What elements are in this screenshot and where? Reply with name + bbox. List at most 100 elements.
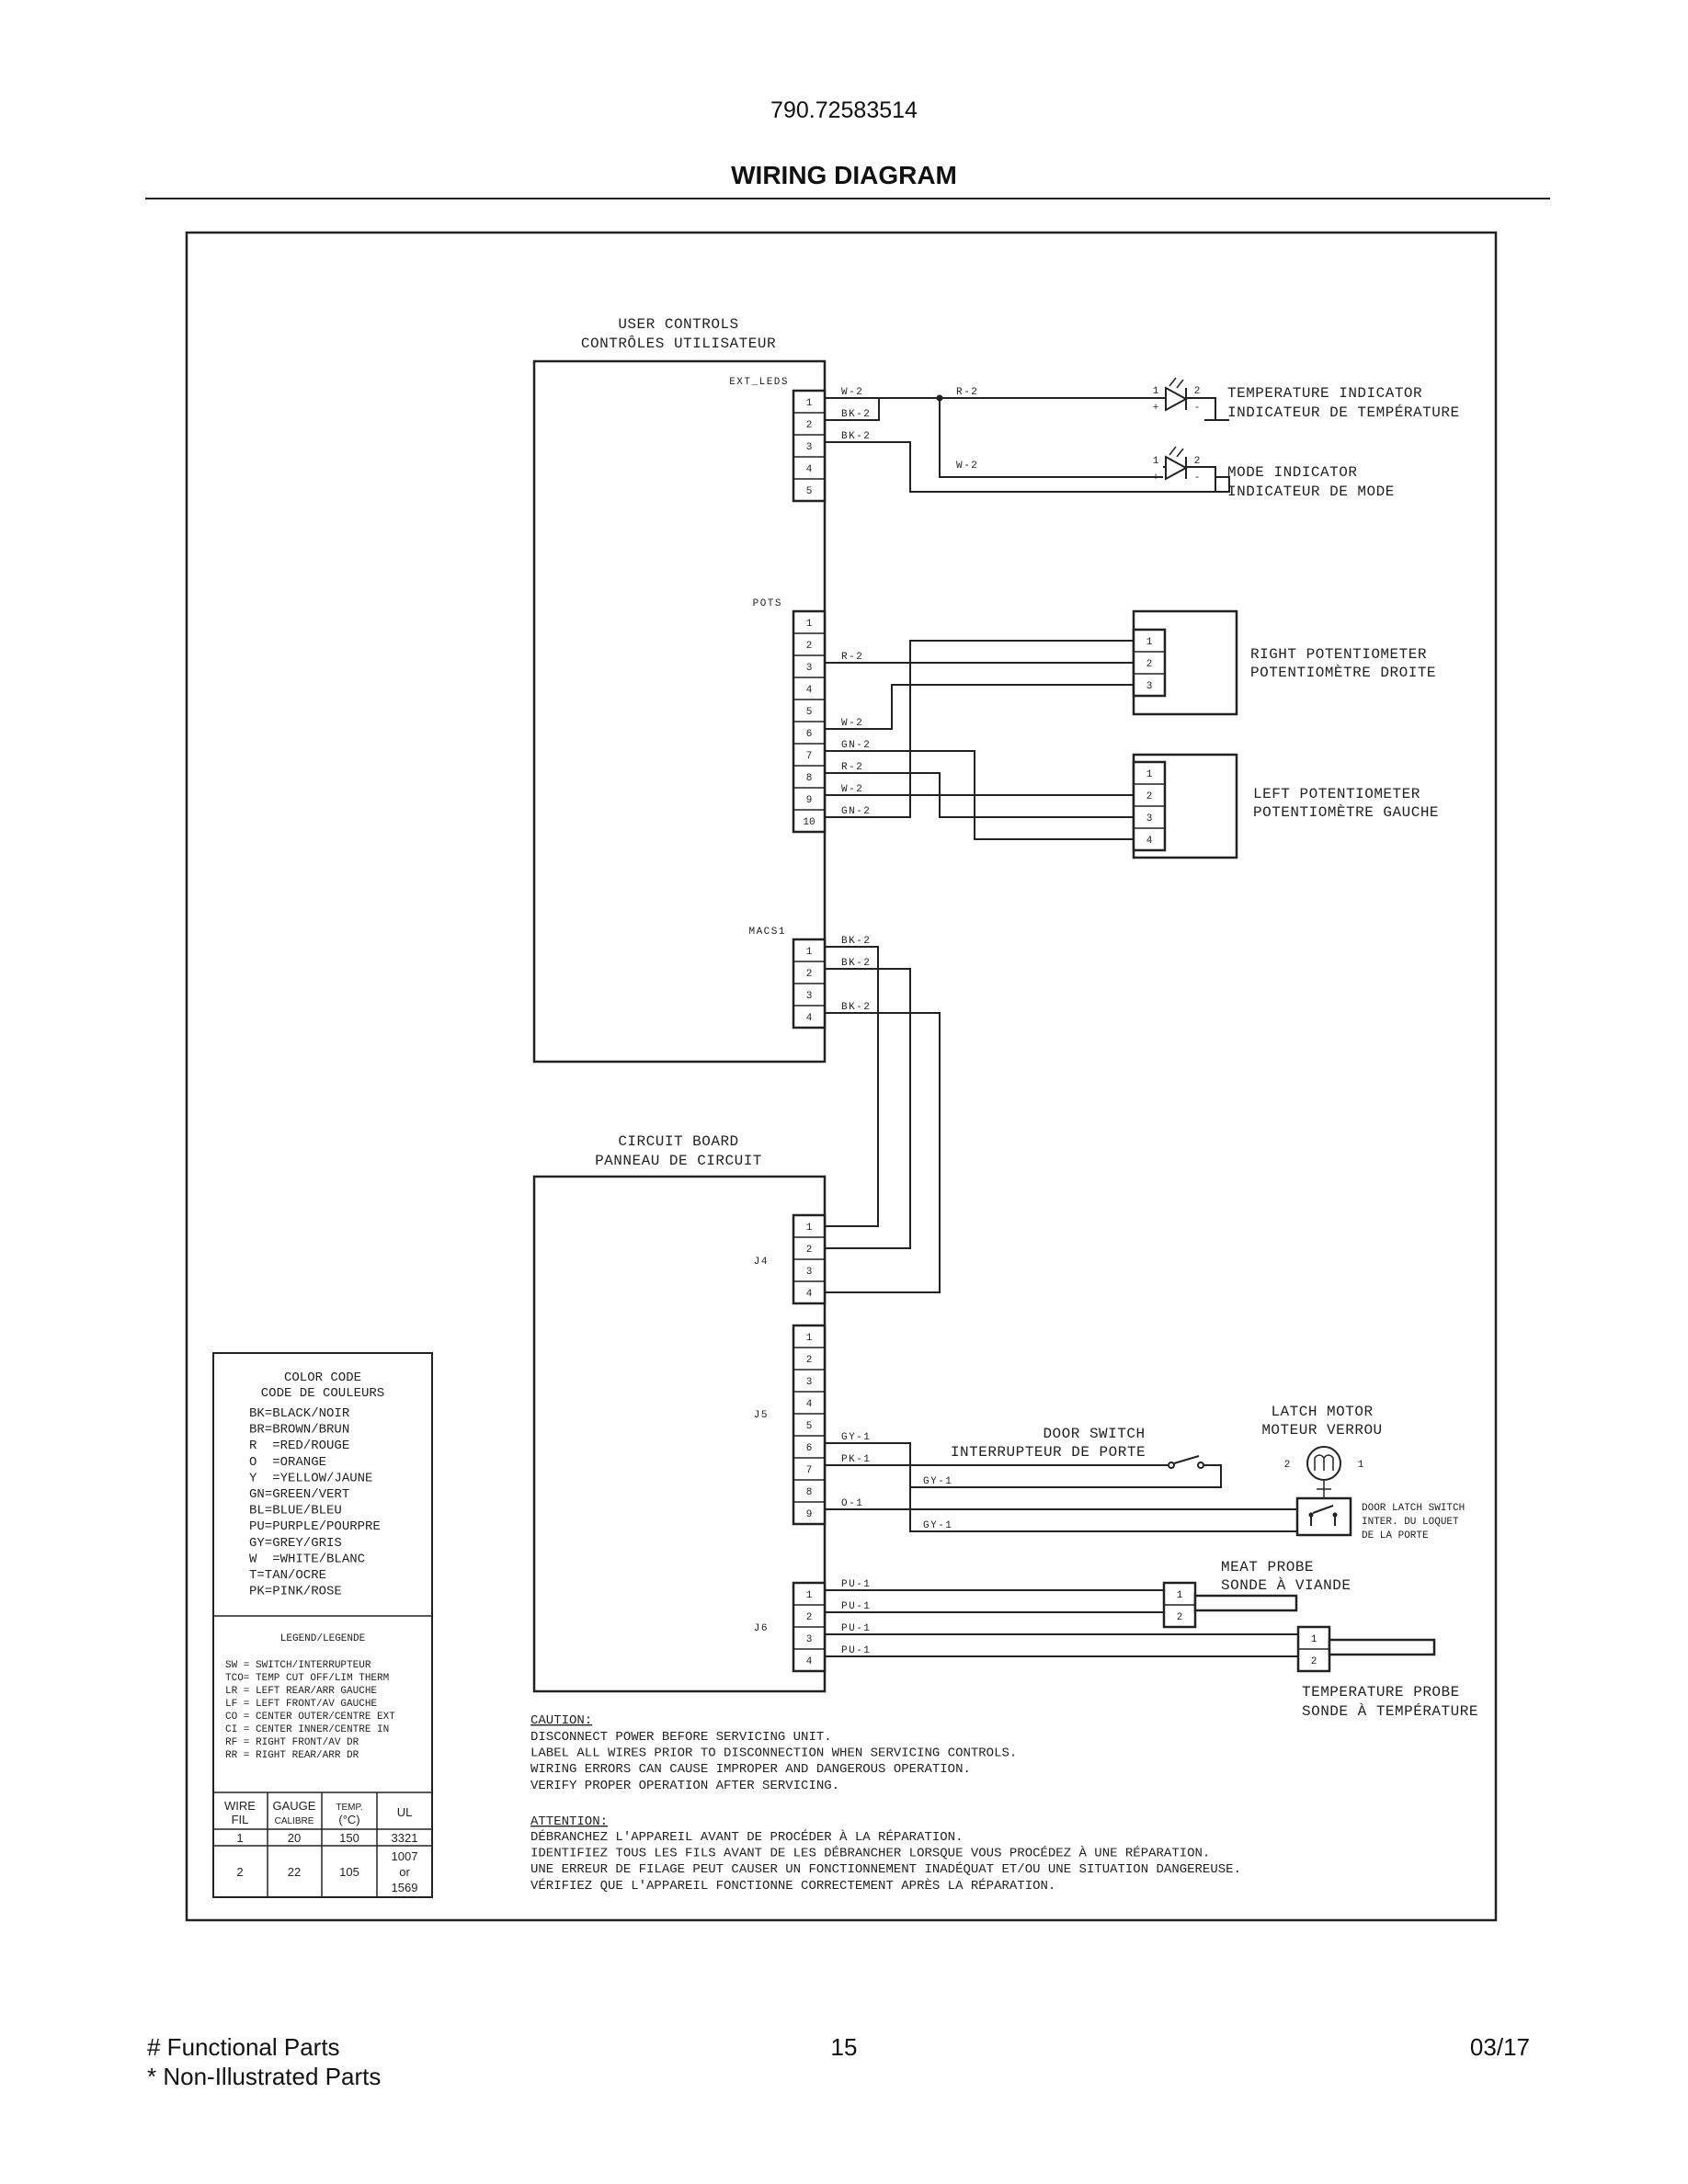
- j5-pin-3: 3: [806, 1377, 813, 1388]
- ext-leds-label: EXT_LEDS: [729, 377, 789, 388]
- door-latch-switch-label-fr2: DE LA PORTE: [1362, 1530, 1429, 1541]
- right-pot-pin-2: 2: [1146, 659, 1153, 670]
- table-header-wire-fr: FIL: [232, 1813, 249, 1826]
- wire-label-w2-a: W-2: [841, 387, 863, 398]
- caution-text: DISCONNECT POWER BEFORE SERVICING UNIT.L…: [530, 1730, 1017, 1793]
- pots-pin-9: 9: [806, 795, 813, 806]
- wire-label-bk2-a: BK-2: [841, 409, 871, 420]
- j6-pin-1: 1: [806, 1590, 813, 1601]
- user-controls-label-fr: CONTRÔLES UTILISATEUR: [581, 335, 776, 352]
- color-code-item: GY=GREY/GRIS: [249, 1536, 342, 1551]
- table-header-ul: UL: [397, 1805, 413, 1819]
- j4-pin-3: 3: [806, 1267, 813, 1278]
- color-code-item: T=TAN/OCRE: [249, 1568, 326, 1583]
- left-pot-connector: [1132, 760, 1167, 852]
- color-code-item: Y =YELLOW/JAUNE: [249, 1471, 372, 1485]
- user-controls-box: [532, 359, 827, 1064]
- attention-text: DÉBRANCHEZ L'APPAREIL AVANT DE PROCÉDER …: [530, 1828, 1241, 1894]
- color-code-item: BR=BROWN/BRUN: [249, 1423, 349, 1438]
- legend-item: SW = SWITCH/INTERRUPTEUR: [225, 1660, 371, 1671]
- caution-line: LABEL ALL WIRES PRIOR TO DISCONNECTION W…: [530, 1746, 1017, 1761]
- wire-label-r2-a: R-2: [956, 387, 978, 398]
- color-code-item: BL=BLUE/BLEU: [249, 1504, 342, 1519]
- ext-leds-connector: [792, 389, 827, 503]
- table-header-temp: TEMP.: [336, 1803, 362, 1813]
- color-code-item: GN=GREEN/VERT: [249, 1487, 349, 1502]
- pots-pin-5: 5: [806, 707, 813, 718]
- ext-leds-pin-1: 1: [806, 398, 813, 409]
- wire-macs1-1: [825, 946, 879, 1227]
- color-code-item: BK=BLACK/NOIR: [249, 1406, 350, 1421]
- meat-probe-label-fr: SONDE À VIANDE: [1221, 1576, 1351, 1594]
- wire-door-switch-out: [910, 1464, 1222, 1488]
- legend-panel: [212, 1352, 433, 1898]
- legend-item: CI = CENTER INNER/CENTRE IN: [225, 1724, 389, 1735]
- door-latch-switch-label-fr: INTER. DU LOQUET: [1362, 1517, 1459, 1528]
- j6-pin-2: 2: [806, 1612, 813, 1623]
- j5-pin-8: 8: [806, 1487, 813, 1498]
- circuit-board-box: [532, 1175, 827, 1693]
- wire-label-r2-c: R-2: [841, 762, 863, 773]
- page-title: WIRING DIAGRAM: [731, 161, 957, 189]
- ext-leds-pin-3: 3: [806, 442, 813, 453]
- wire-label-bk2-e: BK-2: [841, 1002, 871, 1013]
- table-r2-ul-a: 1007: [392, 1849, 418, 1863]
- table-r1-ul: 3321: [392, 1831, 418, 1845]
- temp-led-plus: +: [1153, 403, 1159, 414]
- j4-pin-4: 4: [806, 1289, 813, 1300]
- table-r2-ul-c: 1569: [392, 1881, 418, 1894]
- temperature-led-icon: [1163, 377, 1203, 412]
- ext-leds-pin-2: 2: [806, 420, 813, 431]
- table-r2-temp: 105: [339, 1865, 359, 1879]
- page-number: 15: [830, 2033, 858, 2061]
- temp-led-minus: -: [1194, 403, 1201, 414]
- color-code-item: O =ORANGE: [249, 1455, 326, 1470]
- wire-label-bk2-c: BK-2: [841, 936, 871, 947]
- caution-line: VERIFY PROPER OPERATION AFTER SERVICING.: [530, 1779, 839, 1793]
- legend-item: TCO= TEMP CUT OFF/LIM THERM: [225, 1673, 389, 1684]
- wire-label-gy1-a: GY-1: [841, 1432, 871, 1443]
- j5-label: J5: [754, 1410, 769, 1421]
- meat-probe-icon: [1162, 1581, 1298, 1629]
- table-r1-gauge: 20: [288, 1831, 301, 1845]
- caution-line: DISCONNECT POWER BEFORE SERVICING UNIT.: [530, 1730, 832, 1745]
- latch-motor-pin-2: 2: [1284, 1460, 1291, 1471]
- mode-led-pin-2: 2: [1194, 456, 1201, 467]
- pots-pin-8: 8: [806, 773, 813, 784]
- wire-label-w2-b: W-2: [956, 461, 978, 472]
- table-header-gauge: GAUGE: [273, 1799, 316, 1813]
- circuit-board-label-fr: PANNEAU DE CIRCUIT: [595, 1153, 762, 1169]
- attention-line: VÉRIFIEZ QUE L'APPAREIL FONCTIONNE CORRE…: [530, 1877, 1055, 1894]
- user-controls-label: USER CONTROLS: [618, 316, 738, 333]
- door-switch-label-fr: INTERRUPTEUR DE PORTE: [951, 1444, 1146, 1461]
- wire-pot-10: [825, 640, 1134, 818]
- table-header-temp-unit: (°C): [338, 1813, 359, 1826]
- table-r2-gauge: 22: [288, 1865, 301, 1879]
- left-pot-pin-1: 1: [1146, 769, 1153, 780]
- j5-pin-1: 1: [806, 1333, 813, 1344]
- wire-gauge-table: [213, 1792, 432, 1897]
- pots-pin-7: 7: [806, 751, 813, 762]
- j5-pin-6: 6: [806, 1443, 813, 1454]
- left-pot-pin-4: 4: [1146, 836, 1153, 847]
- temp-indicator-label-fr: INDICATEUR DE TEMPÉRATURE: [1227, 404, 1460, 421]
- wire-label-r2-b: R-2: [841, 652, 863, 663]
- mode-indicator-label-fr: INDICATEUR DE MODE: [1227, 483, 1395, 500]
- table-r1-wire: 1: [236, 1831, 243, 1845]
- j5-pin-7: 7: [806, 1465, 813, 1476]
- macs1-pin-2: 2: [806, 969, 813, 980]
- latch-motor-label: LATCH MOTOR: [1271, 1404, 1373, 1420]
- temp-led-out: [1203, 397, 1216, 421]
- left-pot-label: LEFT POTENTIOMETER: [1253, 786, 1420, 802]
- temp-probe-pin-2: 2: [1311, 1656, 1317, 1667]
- attention-line: DÉBRANCHEZ L'APPAREIL AVANT DE PROCÉDER …: [530, 1828, 963, 1845]
- diagram-frame: [185, 231, 1498, 1922]
- j5-pin-9: 9: [806, 1509, 813, 1520]
- table-r2-wire: 2: [236, 1865, 243, 1879]
- wire-pot-6: [825, 684, 1134, 730]
- caution-line: WIRING ERRORS CAN CAUSE IMPROPER AND DAN…: [530, 1762, 971, 1777]
- j6-pin-4: 4: [806, 1656, 813, 1667]
- color-code-item: PK=PINK/ROSE: [249, 1585, 342, 1599]
- j4-pin-1: 1: [806, 1223, 813, 1234]
